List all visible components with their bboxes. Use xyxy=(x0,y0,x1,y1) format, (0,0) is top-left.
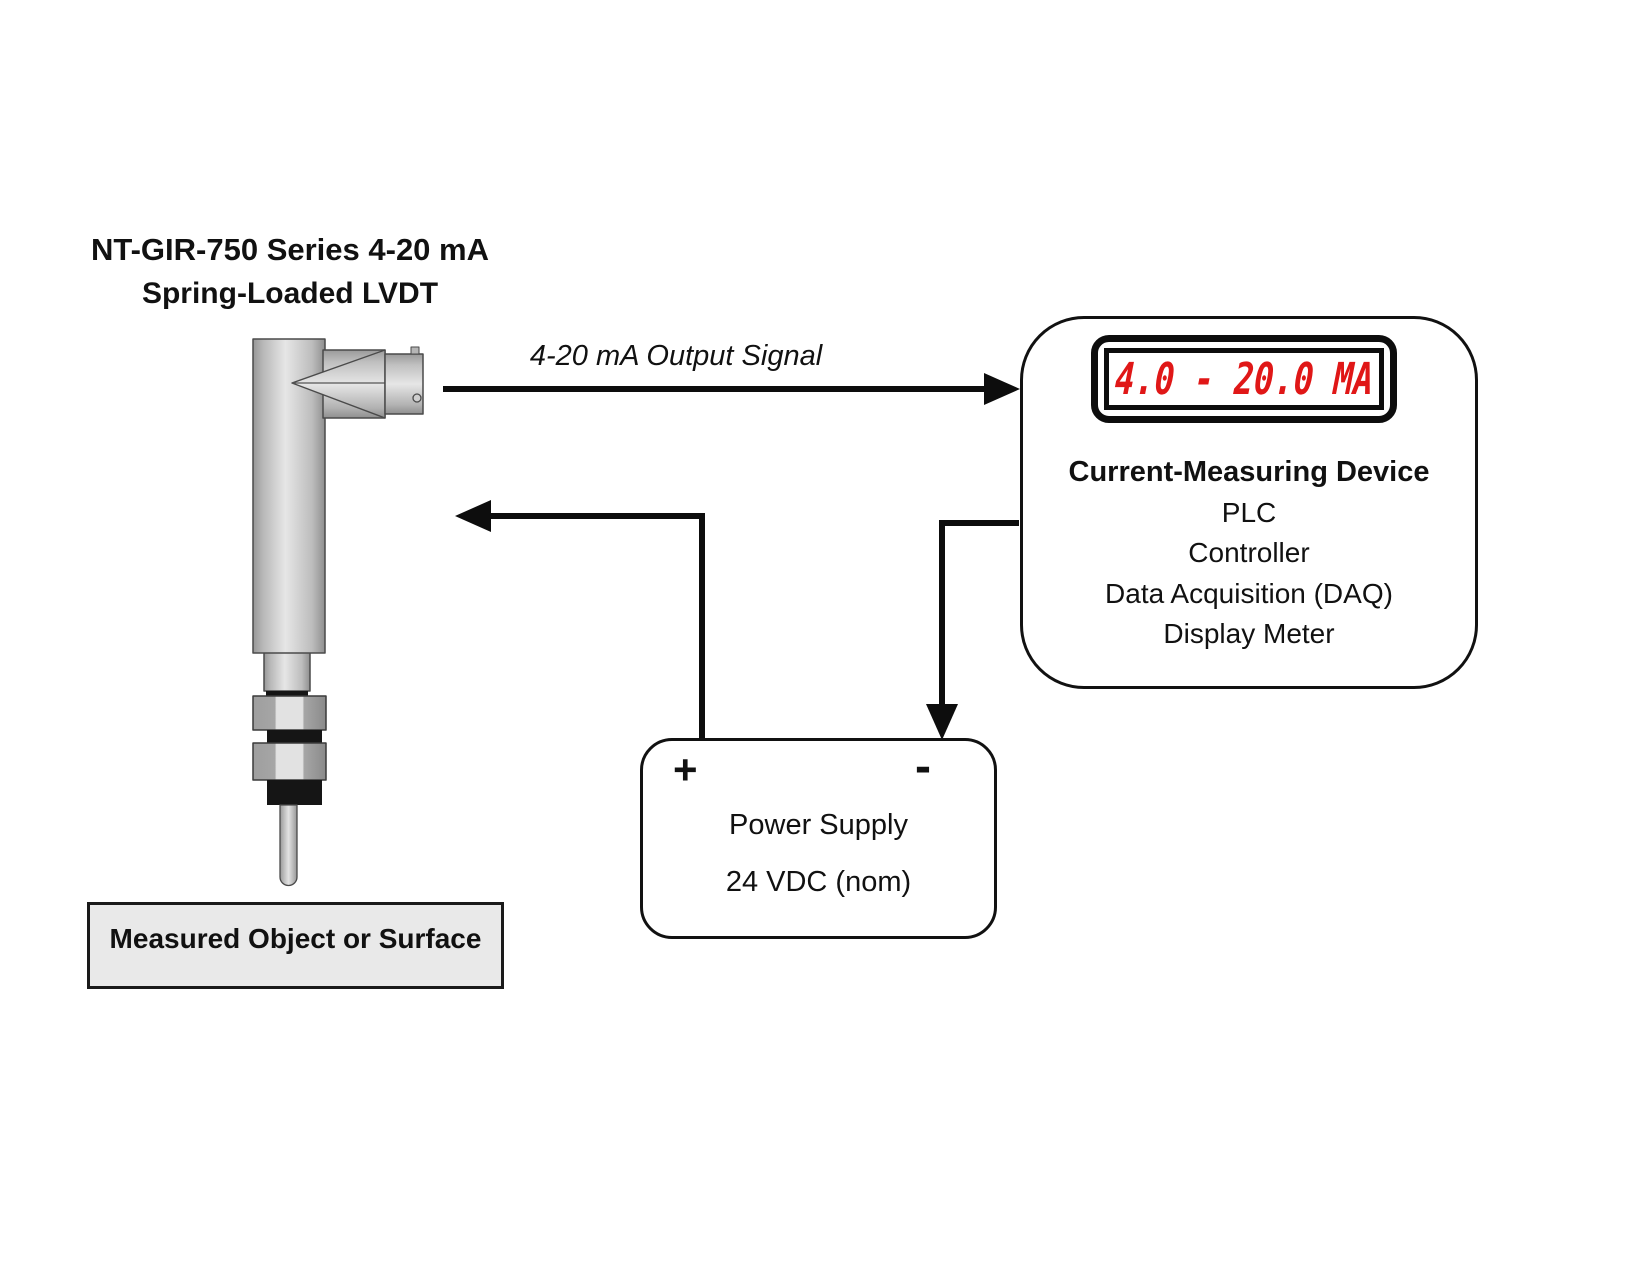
arrowhead-down xyxy=(926,704,958,740)
sensor-connector xyxy=(384,353,424,415)
voltage-label: 24 VDC (nom) xyxy=(725,866,912,898)
device-item: Display Meter xyxy=(1163,618,1335,649)
signal-arrow xyxy=(443,373,1020,405)
device-item: Controller xyxy=(1188,537,1310,568)
device-to-power-wire-arrow xyxy=(926,520,1019,740)
arrowhead-left xyxy=(455,500,491,532)
power-supply-box: + - Power Supply 24 VDC (nom) xyxy=(640,738,997,939)
device-item: Data Acquisition (DAQ) xyxy=(1105,577,1393,609)
device-heading: Current-Measuring Device xyxy=(1068,456,1430,488)
digital-display-bezel: 4.0 - 20.0 MA xyxy=(1091,335,1397,423)
lvdt-sensor-illustration xyxy=(252,338,424,887)
device-item: PLC xyxy=(1221,496,1277,528)
connector-key xyxy=(410,346,420,355)
sensor-title: NT-GIR-750 Series 4-20 mA Spring-Loaded … xyxy=(70,228,510,316)
device-description: Current-Measuring Device PLC Controller … xyxy=(1023,452,1475,655)
thread-ring xyxy=(266,691,308,697)
current-measuring-device-box: 4.0 - 20.0 MA Current-Measuring Device P… xyxy=(1020,316,1478,689)
display-readout: 4.0 - 20.0 MA xyxy=(1113,353,1375,405)
power-supply-label: Power Supply xyxy=(729,809,908,841)
connector-pin-hole xyxy=(412,393,422,403)
digital-display: 4.0 - 20.0 MA xyxy=(1104,348,1384,410)
signal-arrow-label: 4-20 mA Output Signal xyxy=(529,340,823,372)
sensor-neck xyxy=(263,649,311,692)
thread-band xyxy=(267,730,322,743)
probe-tip xyxy=(279,804,298,887)
arrowhead-right xyxy=(984,373,1020,405)
sensor-title-line1: NT-GIR-750 Series 4-20 mA xyxy=(90,232,489,267)
positive-terminal-label: + xyxy=(673,746,698,793)
measured-object-label: Measured Object or Surface xyxy=(109,923,482,954)
sensor-title-line2: Spring-Loaded LVDT xyxy=(141,277,439,310)
hex-nut-upper xyxy=(252,695,327,731)
hex-nut-lower xyxy=(252,742,327,781)
power-positive-wire-arrow xyxy=(455,500,705,738)
measured-object-box: Measured Object or Surface xyxy=(87,902,504,989)
probe-bushing xyxy=(267,780,322,805)
negative-terminal-label: - xyxy=(915,740,931,793)
